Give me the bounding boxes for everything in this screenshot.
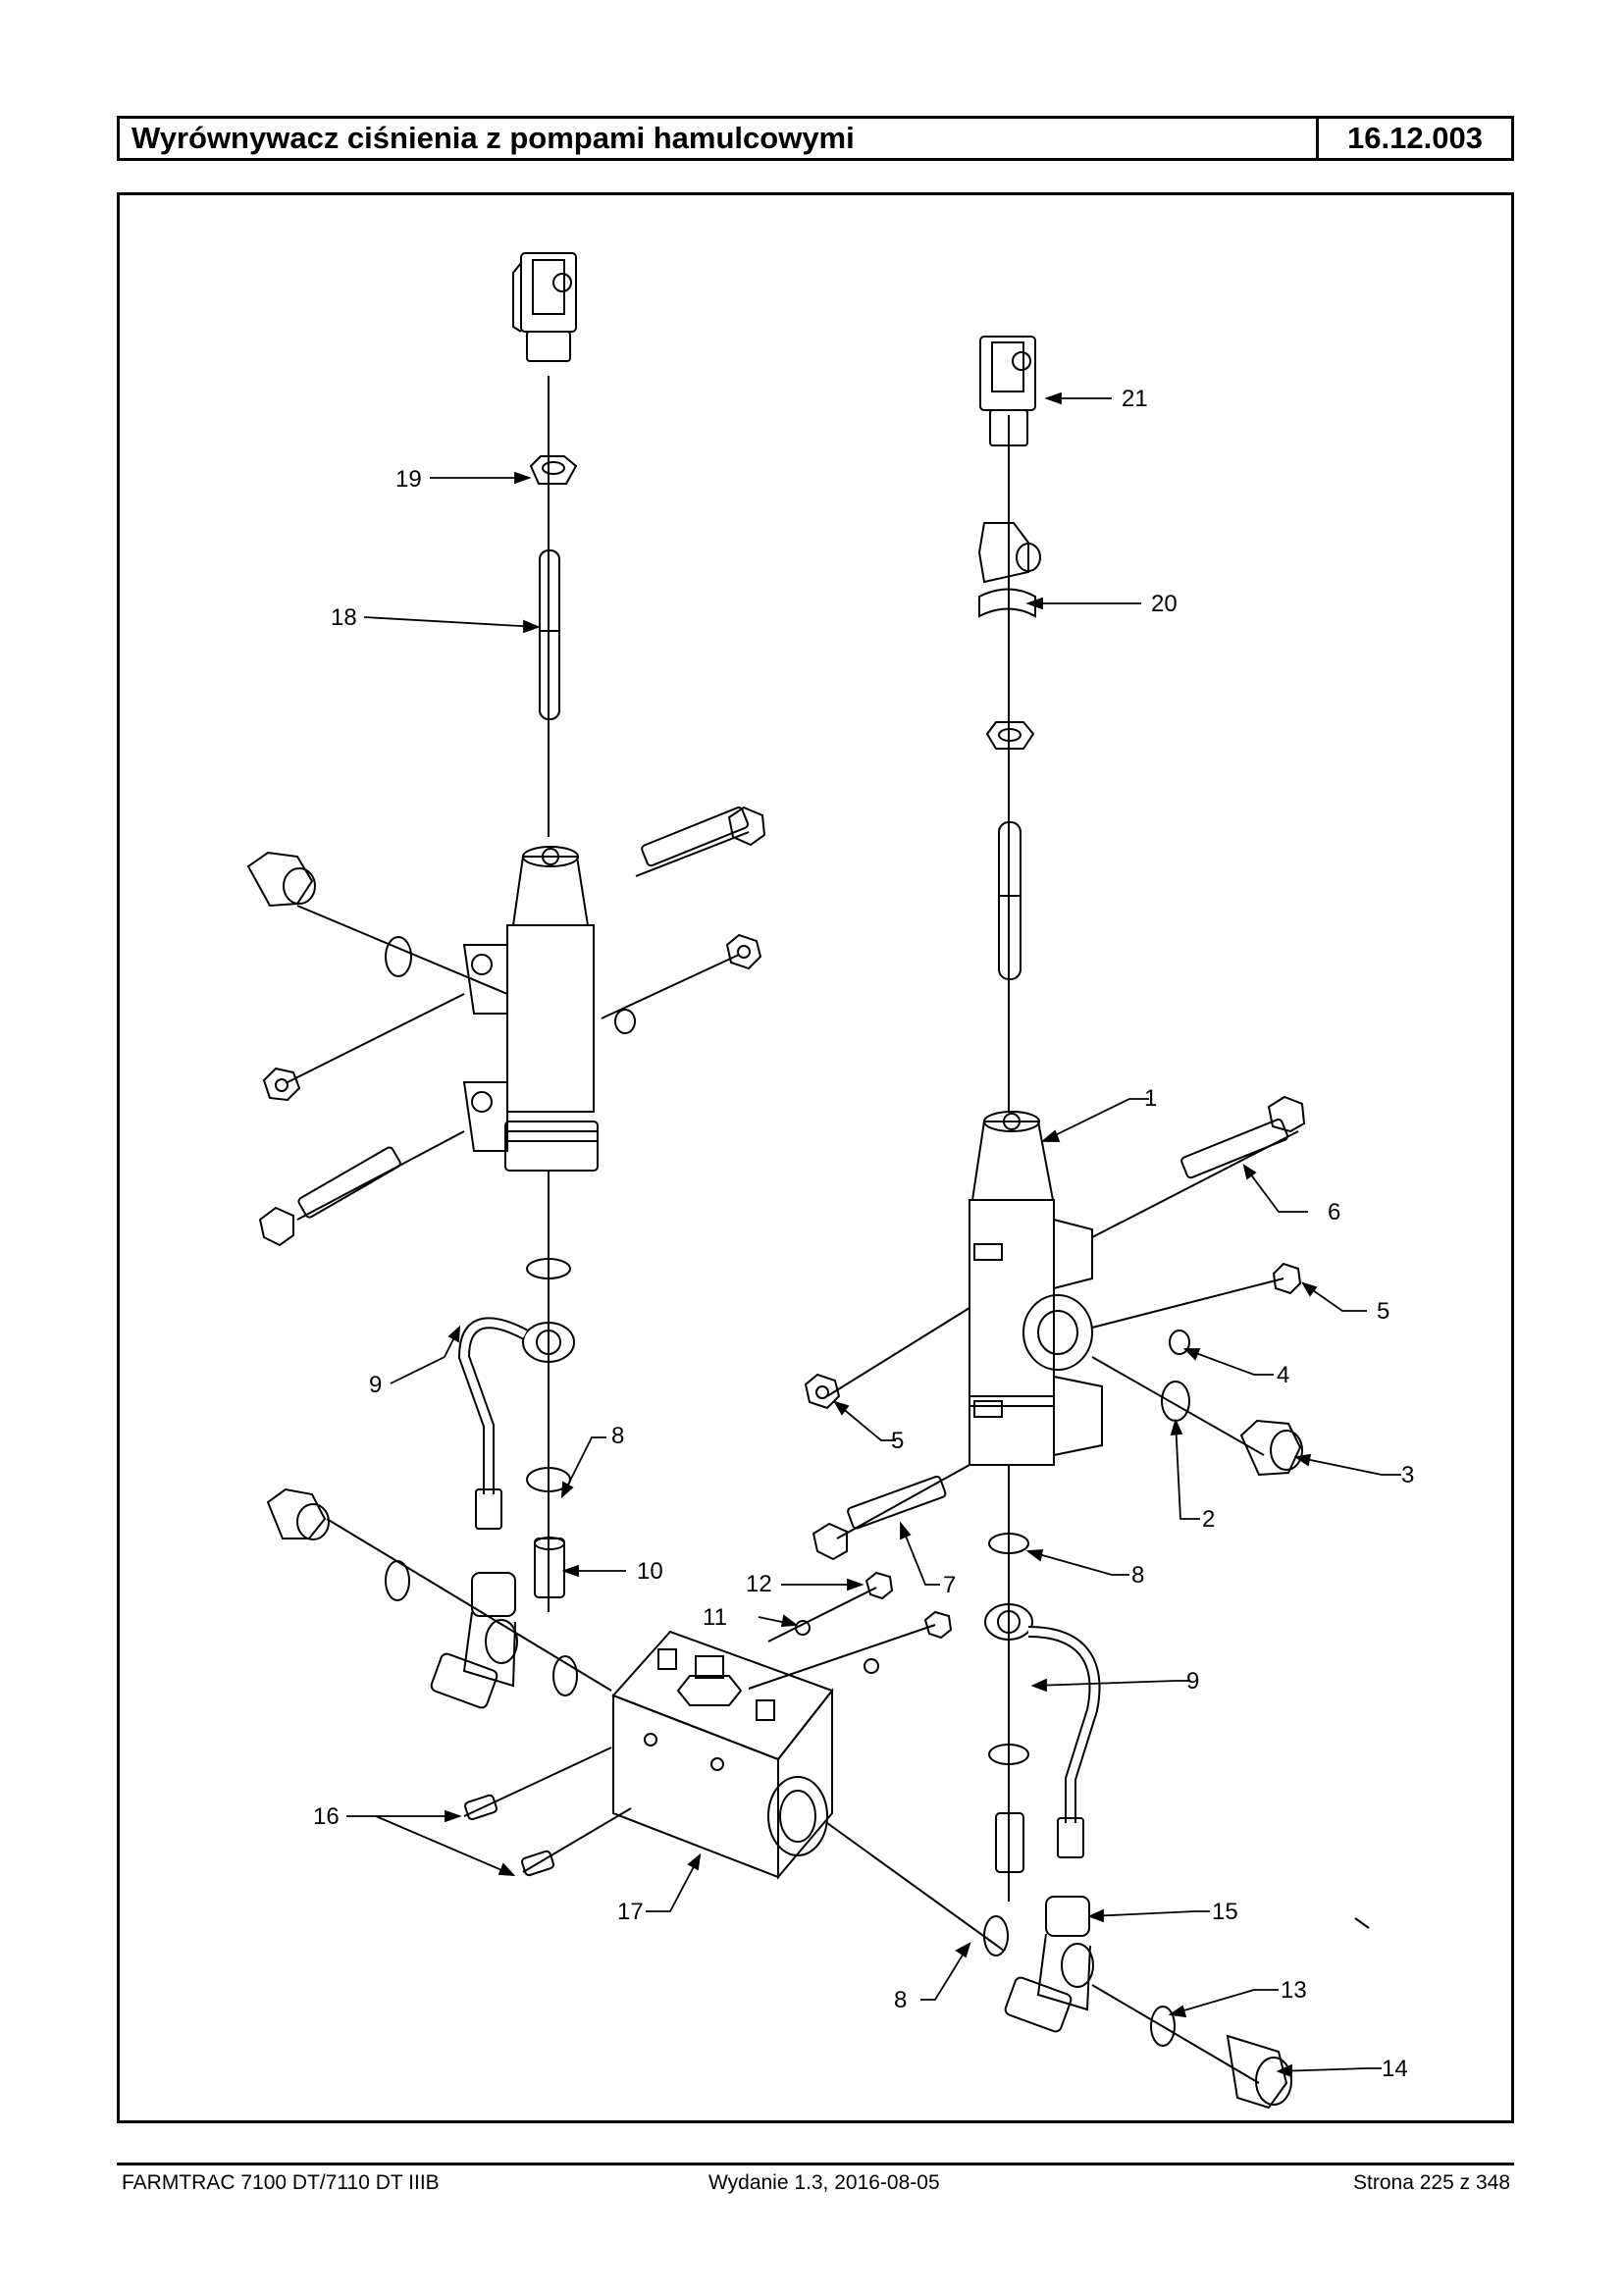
document-code: 16.12.003	[1316, 119, 1511, 158]
callout-4: 4	[1277, 1362, 1289, 1388]
exploded-parts-diagram: 21 20 19 18 1 6 5 4 3 2 5 7 8 9 15 13 14…	[246, 252, 1414, 2110]
left-nut-right	[725, 933, 762, 970]
left-banjo-fitting	[430, 1572, 518, 1709]
callout-6: 6	[1328, 1199, 1340, 1226]
footer-edition: Wydanie 1.3, 2016-08-05	[708, 2171, 940, 2194]
callout-leaders	[346, 391, 1401, 2078]
callout-15: 15	[1212, 1899, 1238, 1925]
clip-20	[977, 522, 1041, 618]
callout-1: 1	[1144, 1085, 1157, 1112]
callout-11: 11	[703, 1604, 727, 1631]
callout-19: 19	[395, 466, 422, 493]
plug-14	[1226, 2034, 1292, 2110]
banjo-bolt-10	[534, 1537, 565, 1598]
left-bolt-lower	[258, 1146, 401, 1247]
drawing-frame: 21 20 19 18 1 6 5 4 3 2 5 7 8 9 15 13 14…	[117, 192, 1514, 2123]
callout-5-right: 5	[1377, 1298, 1389, 1325]
balancer-block-17	[463, 1571, 1005, 1952]
left-plug-upper	[246, 851, 316, 908]
left-cylinder-body	[462, 846, 599, 1172]
bleed-screws-16	[464, 1794, 555, 1877]
left-master-cylinder-group	[246, 252, 766, 1709]
callout-8-bottom: 8	[894, 1987, 907, 2013]
callout-9-left: 9	[369, 1372, 382, 1398]
footer-divider	[117, 2163, 1514, 2165]
footer-model: FARMTRAC 7100 DT/7110 DT IIIB	[122, 2171, 440, 2194]
left-plug-lower	[266, 1487, 330, 1540]
callout-8-right: 8	[1131, 1562, 1144, 1589]
callout-17: 17	[617, 1899, 644, 1925]
left-bolt-upper	[641, 806, 766, 867]
callout-labels: 21 20 19 18 1 6 5 4 3 2 5 7 8 9 15 13 14…	[313, 386, 1414, 2082]
callout-3: 3	[1401, 1462, 1414, 1488]
callout-2: 2	[1202, 1506, 1215, 1533]
left-clevis	[512, 252, 577, 362]
page-title: Wyrównywacz ciśnienia z pompami hamulcow…	[131, 121, 855, 155]
callout-20: 20	[1151, 591, 1178, 617]
callout-18: 18	[331, 604, 357, 631]
callout-5-left: 5	[891, 1428, 904, 1454]
right-banjo-fitting-15	[1004, 1896, 1094, 2033]
callout-7: 7	[943, 1572, 956, 1598]
footer-page-number: Strona 225 z 348	[1353, 2171, 1510, 2194]
right-cylinder-body-1	[969, 1111, 1103, 1466]
nut-19	[529, 455, 578, 485]
callout-16: 16	[313, 1803, 340, 1830]
right-master-cylinder-group	[804, 336, 1370, 2110]
callout-13: 13	[1281, 1977, 1307, 2004]
page-header: Wyrównywacz ciśnienia z pompami hamulcow…	[117, 116, 1514, 161]
left-nut-lower	[262, 1067, 301, 1102]
callout-8-left: 8	[611, 1423, 624, 1449]
callout-10: 10	[637, 1558, 663, 1585]
pushrod-18	[539, 549, 560, 720]
callout-21: 21	[1122, 386, 1148, 412]
right-clevis-21	[979, 336, 1036, 446]
callout-12: 12	[746, 1571, 772, 1597]
callout-14: 14	[1382, 2056, 1408, 2082]
callout-9-right: 9	[1186, 1668, 1199, 1695]
